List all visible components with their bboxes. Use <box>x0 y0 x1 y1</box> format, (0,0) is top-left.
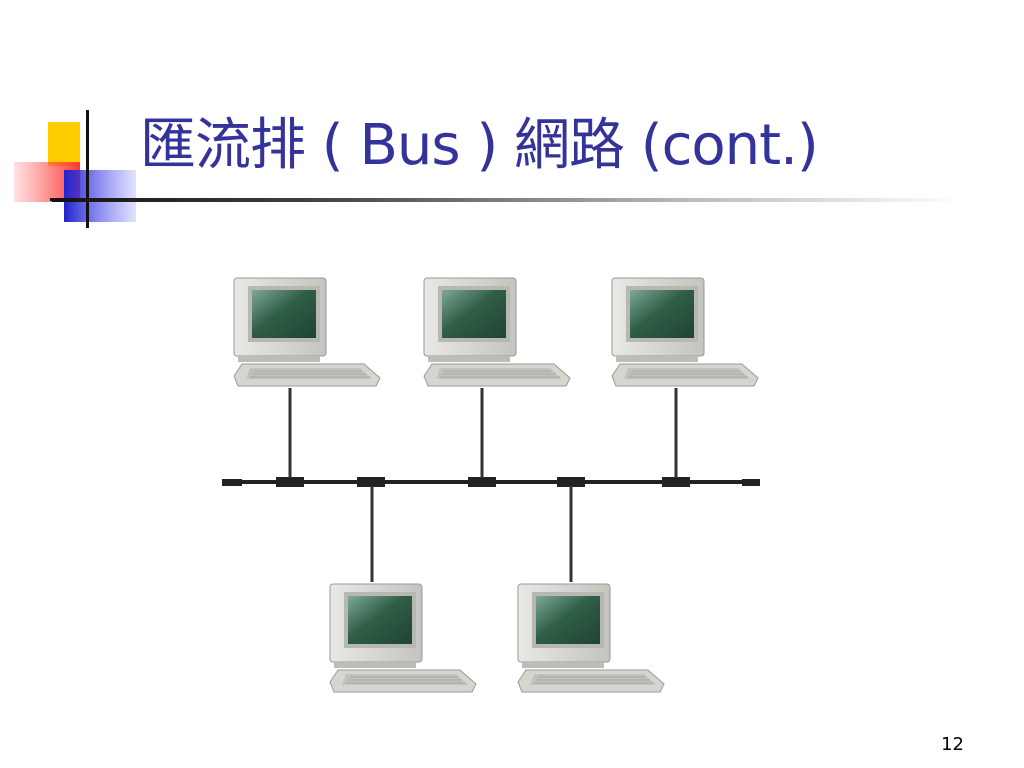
computer-5 <box>517 583 665 693</box>
title-underline <box>52 198 964 202</box>
slide-title: 匯流排 ( Bus ) 網路 (cont.) <box>140 113 819 178</box>
computer-3 <box>611 277 759 387</box>
computer-1 <box>233 277 381 387</box>
computer-2 <box>423 277 571 387</box>
bus-terminator-right <box>742 479 760 486</box>
page-number: 12 <box>941 734 964 755</box>
corner-decoration <box>14 110 136 228</box>
bus-terminator-left <box>222 479 242 486</box>
bus-connectors <box>276 477 690 487</box>
computer-4 <box>329 583 477 693</box>
